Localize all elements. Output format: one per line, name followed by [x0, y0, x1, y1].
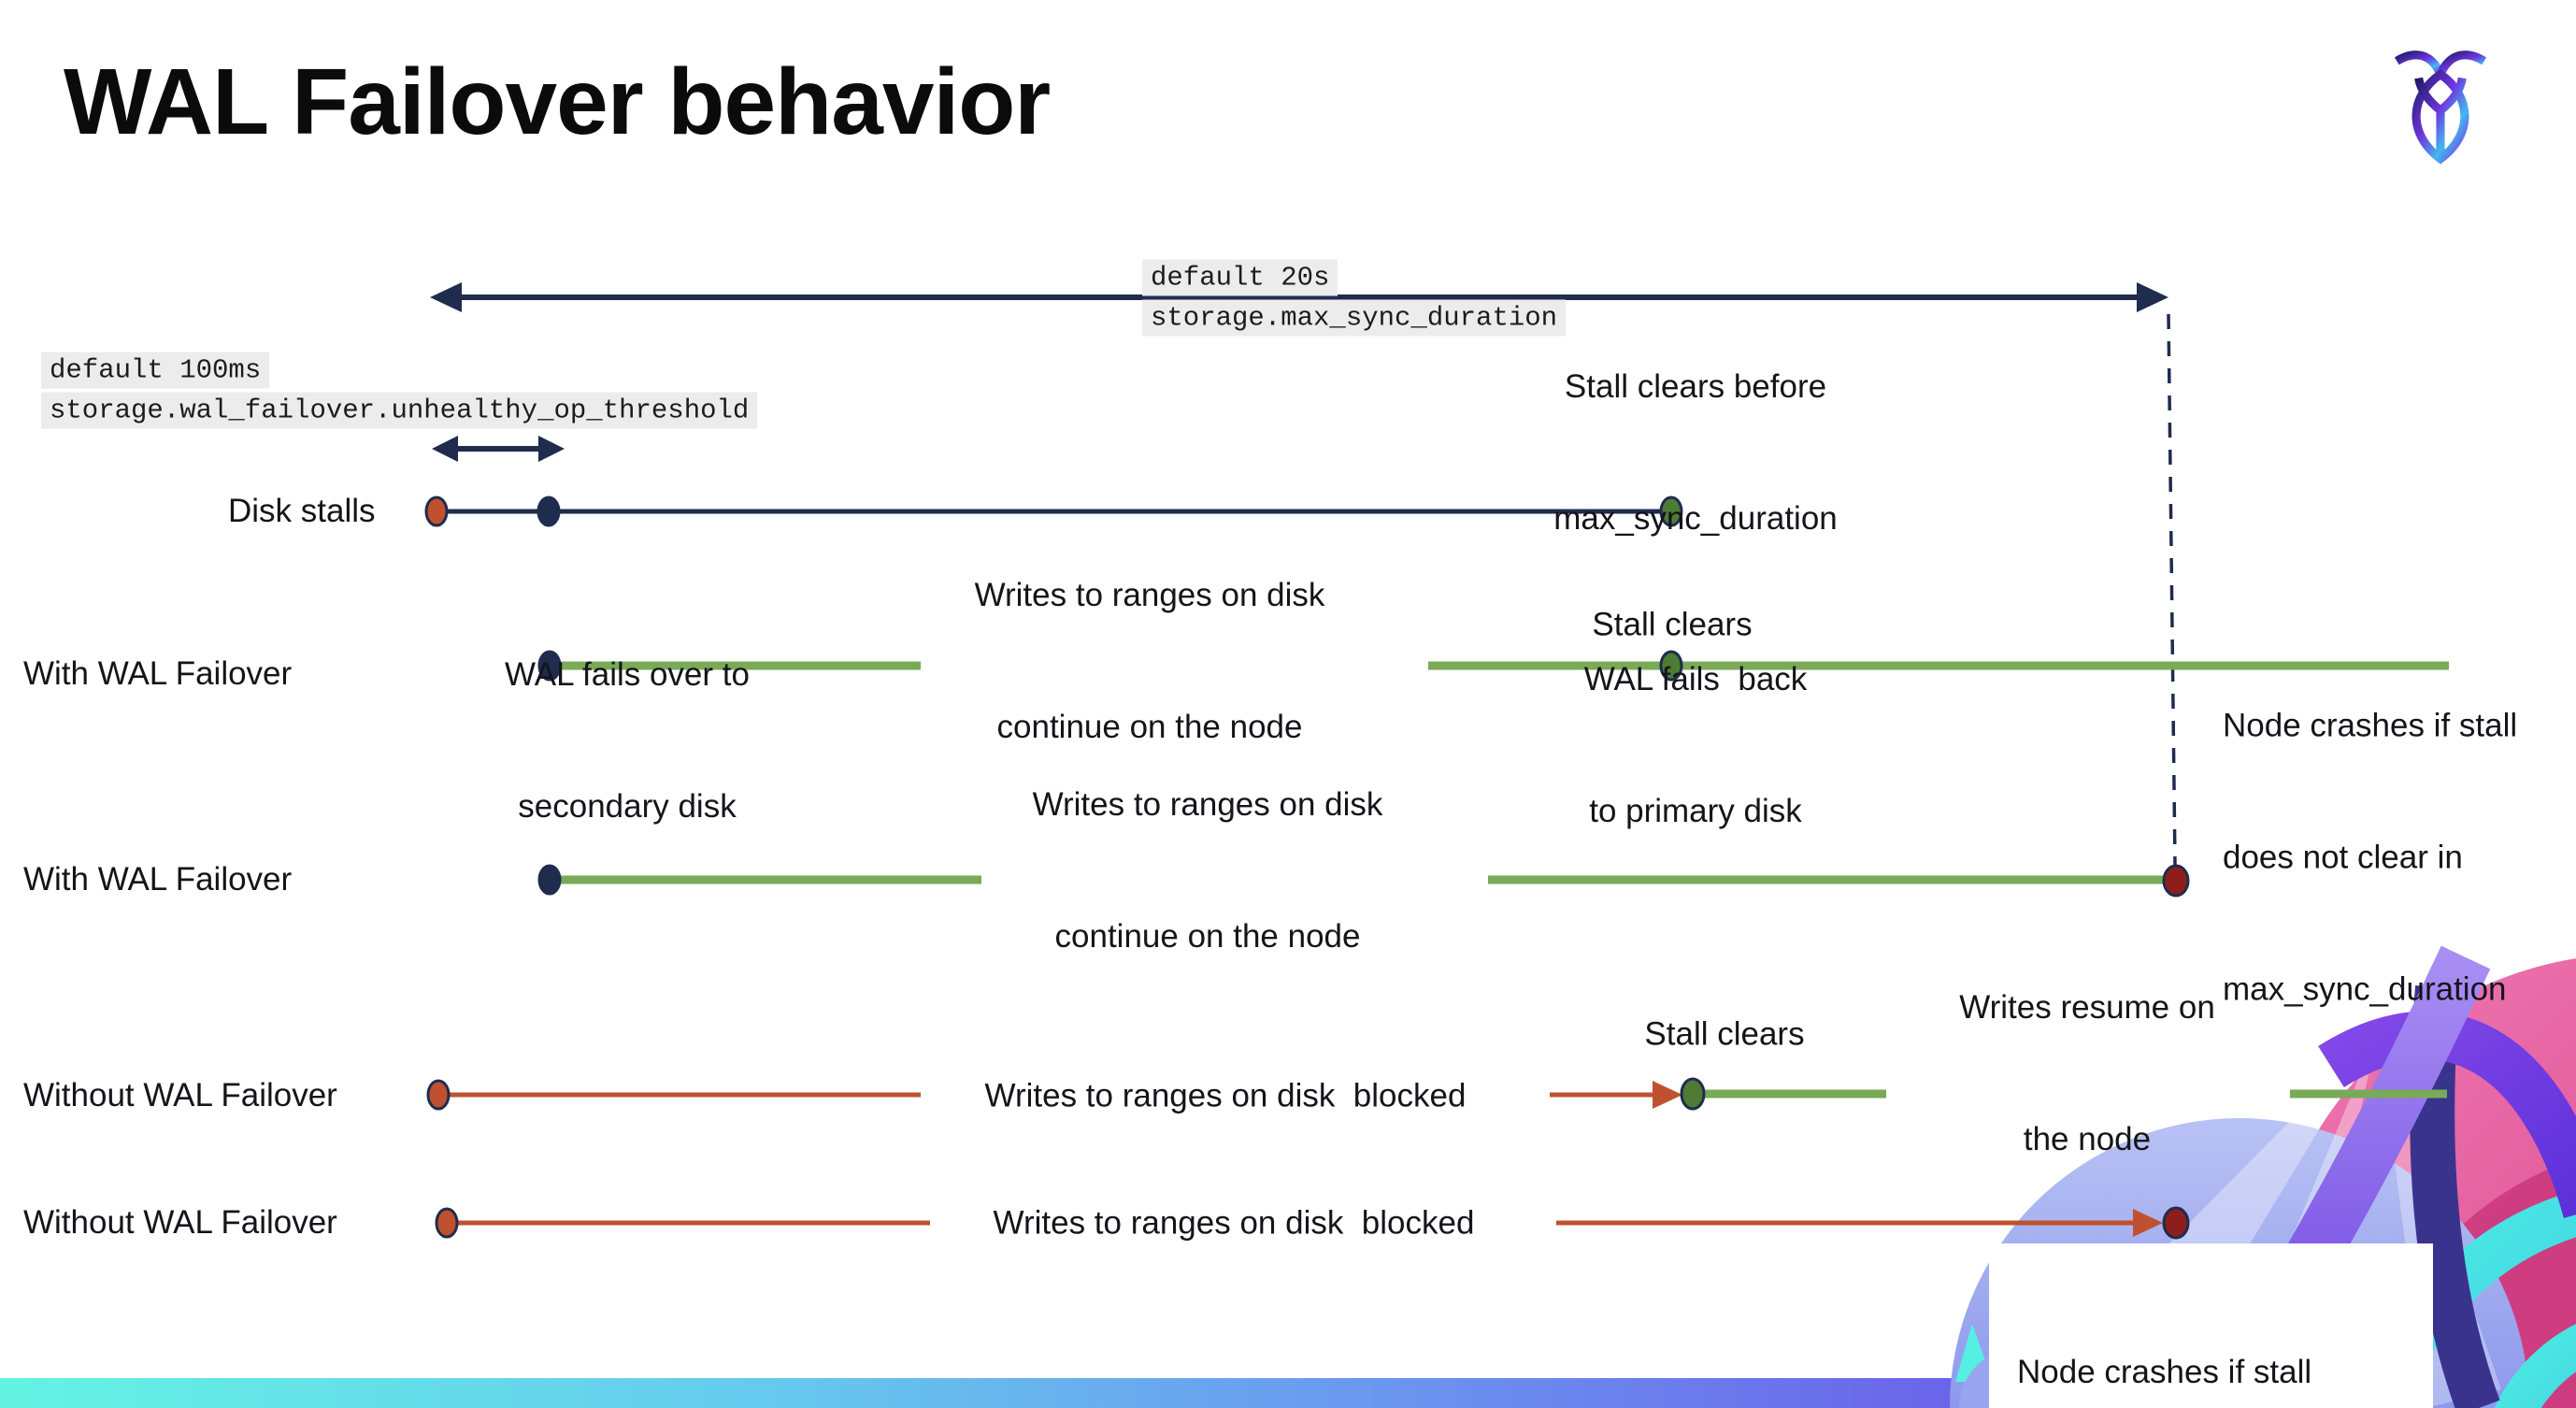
unhealthy-op-setting-name: storage.wal_failover.unhealthy_op_thresh… [41, 392, 758, 429]
row-label-without-wal-failover-2: Without WAL Failover [23, 1204, 337, 1241]
page-title: WAL Failover behavior [64, 50, 1051, 154]
logo-antenna-left [2394, 50, 2445, 77]
row-label-disk-stalls: Disk stalls [228, 493, 376, 529]
arrowhead-right [538, 436, 565, 462]
stall-clears-dot [1659, 650, 1683, 682]
art-purple-arc [2318, 1011, 2576, 1218]
annotation-stall-clears-before: Stall clears before max_sync_duration [1553, 368, 1838, 537]
max-sync-default-label: default 20s [1142, 259, 1338, 296]
annotation-writes-blocked-1: Writes to ranges on disk blocked [984, 1077, 1467, 1114]
stall-start-dot [435, 1207, 459, 1239]
stall-clears-dot [1680, 1077, 1706, 1111]
annotation-node-crashes-bottom-box: Node crashes if stall does not clear in … [1989, 1243, 2433, 1408]
node-crash-dot [2162, 864, 2190, 898]
annotation-writes-continue-1: Writes to ranges on disk continue on the… [974, 577, 1325, 745]
failover-trigger-dot [537, 496, 561, 527]
logo-body [2411, 68, 2469, 165]
arrowhead-right [2137, 282, 2168, 312]
unhealthy-op-threshold-arrow [432, 436, 565, 462]
annotation-wal-fails-back: WAL fails back to primary disk [1583, 661, 1808, 829]
arrowhead-left [432, 436, 458, 462]
stall-clears-dot [1659, 496, 1683, 527]
row-label-with-wal-failover-2: With WAL Failover [23, 861, 293, 898]
stall-start-dot [424, 496, 449, 527]
logo-y-vein [2414, 77, 2467, 157]
annotation-node-crashes-top: Node crashes if stall does not clear in … [2223, 707, 2518, 1008]
annotation-writes-resume: Writes resume on the node [1959, 989, 2215, 1157]
annotation-writes-continue-2: Writes to ranges on disk continue on the… [1032, 786, 1383, 955]
failover-dot [537, 864, 562, 896]
row-label-without-wal-failover-1: Without WAL Failover [23, 1077, 337, 1113]
unhealthy-op-default-label: default 100ms [41, 352, 270, 389]
logo-antenna-right [2436, 50, 2487, 77]
max-sync-duration-arrow [430, 282, 2168, 312]
max-sync-setting-name: storage.max_sync_duration [1142, 299, 1567, 337]
stall-start-dot [426, 1079, 451, 1111]
cockroachdb-logo-icon [2394, 50, 2487, 165]
annotation-writes-blocked-2: Writes to ranges on disk blocked [993, 1204, 1475, 1242]
annotation-stall-clears-mid: Stall clears [1592, 606, 1753, 643]
annotation-stall-clears-bottom: Stall clears [1644, 1015, 1805, 1053]
failover-dot [537, 650, 562, 682]
annotation-node-crashes-bottom: Node crashes if stall does not clear in … [2017, 1354, 2312, 1390]
red-arrowhead [2133, 1209, 2163, 1237]
red-arrowhead [1653, 1081, 1682, 1109]
arrowhead-left [430, 282, 462, 312]
deadline-dashed-line [2167, 313, 2177, 866]
node-crash-dot [2162, 1206, 2190, 1240]
row-label-with-wal-failover-1: With WAL Failover [23, 655, 293, 692]
annotation-wal-fails-over: WAL fails over to secondary disk [505, 656, 750, 825]
